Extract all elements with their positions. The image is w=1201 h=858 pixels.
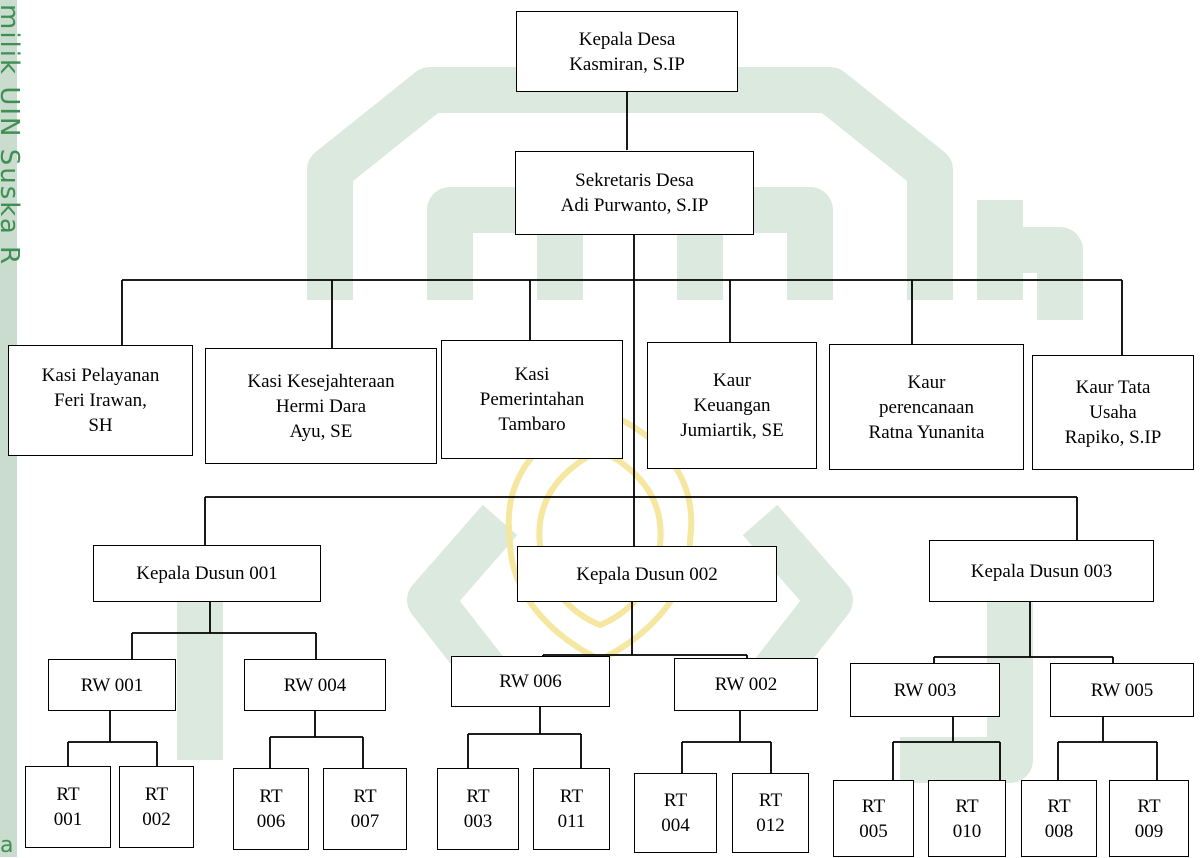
node-rw-005: RW 005 [1050,663,1194,717]
node-line: RT [758,790,783,811]
node-line: RT [1047,795,1071,817]
node-line: RT [955,795,979,817]
node-rt-002: RT 002 [119,766,194,848]
node-line: 002 [142,809,171,830]
node-name: Kasmiran, S.IP [569,53,685,75]
node-kasi-kesejahteraan: Kasi Kesejahteraan Hermi Dara Ayu, SE [205,348,437,464]
node-line: Kasi Pelayanan [41,365,160,386]
node-kaur-perencanaan: Kaur perencanaan Ratna Yunanita [829,344,1024,470]
node-rt-006: RT 006 [233,768,309,850]
node-kaur-keuangan: Kaur Keuangan Jumiartik, SE [647,342,817,469]
node-title: Sekretaris Desa [575,170,694,191]
node-title: Kepala Desa [578,28,676,50]
node-label: RW 003 [893,679,957,701]
node-label: Kepala Dusun 002 [576,563,718,585]
node-kaur-tata-usaha: Kaur Tata Usaha Rapiko, S.IP [1032,355,1194,470]
node-line: 005 [859,820,888,842]
node-line: Kasi Kesejahteraan [247,370,395,392]
node-line: RT [1137,795,1161,817]
node-line: RT [353,786,377,807]
node-line: Keuangan [693,395,771,416]
node-line: Kaur [713,370,751,391]
node-line: 004 [661,815,690,836]
node-line: Kaur Tata [1075,377,1151,398]
node-line: 007 [350,811,380,832]
node-line: 008 [1044,820,1074,842]
node-kepala-dusun-003: Kepala Dusun 003 [929,540,1154,602]
node-label: RW 005 [1090,679,1154,701]
node-line: RT [56,784,80,805]
node-label: Kepala Dusun 001 [136,563,278,584]
node-label: RW 001 [80,674,144,696]
node-line: Tambaro [498,414,566,435]
node-line: 001 [53,809,83,830]
node-line: Hermi Dara [275,395,367,417]
node-rw-006: RW 006 [451,656,610,707]
node-rt-004: RT 004 [634,773,717,853]
node-rt-008: RT 008 [1021,780,1097,857]
node-name: Adi Purwanto, S.IP [560,195,709,216]
node-line: perencanaan [879,396,974,418]
node-line: Usaha [1089,402,1137,423]
node-line: 009 [1134,820,1164,842]
edge-glyph: a [0,833,14,858]
node-line: Ratna Yunanita [868,421,985,443]
node-line: Kasi [514,364,550,385]
node-line: RT [663,790,688,811]
node-line: 003 [463,811,493,832]
node-rw-002: RW 002 [674,658,818,711]
node-kasi-pelayanan: Kasi Pelayanan Feri Irawan, SH [8,345,193,456]
node-rt-010: RT 010 [928,780,1006,857]
node-line: RT [259,786,283,807]
node-line: Kaur [907,371,946,393]
node-rt-007: RT 007 [323,768,407,850]
node-rt-005: RT 005 [833,780,914,857]
node-line: RT [144,784,169,805]
node-line: 006 [256,811,286,832]
node-line: 010 [952,820,982,842]
node-rt-001: RT 001 [25,766,111,848]
node-rw-004: RW 004 [244,659,386,711]
node-sekretaris-desa: Sekretaris Desa Adi Purwanto, S.IP [515,151,754,235]
node-rw-001: RW 001 [48,659,176,711]
node-label: Kepala Dusun 003 [970,560,1113,582]
node-line: 012 [756,815,785,836]
node-rt-012: RT 012 [732,773,809,853]
node-label: RW 004 [283,674,347,696]
node-line: RT [466,786,490,807]
node-kepala-dusun-002: Kepala Dusun 002 [517,546,777,602]
node-line: RT [861,795,886,817]
node-kepala-dusun-001: Kepala Dusun 001 [93,545,321,602]
node-label: RW 002 [714,674,778,695]
node-line: Rapiko, S.IP [1064,427,1162,448]
watermark-sidebar-text: milik UIN Suska R [0,4,24,267]
node-kepala-desa: Kepala Desa Kasmiran, S.IP [516,11,738,92]
node-rt-009: RT 009 [1109,780,1189,857]
node-rt-003: RT 003 [437,768,519,850]
node-line: Feri Irawan, [54,390,147,411]
node-line: 011 [557,811,586,832]
node-kasi-pemerintahan: Kasi Pemerintahan Tambaro [441,340,623,459]
node-line: Ayu, SE [289,420,353,442]
node-label: RW 006 [499,671,562,692]
node-rt-011: RT 011 [533,768,610,850]
node-line: Jumiartik, SE [680,420,784,441]
node-line: SH [88,415,113,436]
node-line: Pemerintahan [479,389,585,410]
node-rw-003: RW 003 [850,663,1000,717]
node-line: RT [559,786,584,807]
